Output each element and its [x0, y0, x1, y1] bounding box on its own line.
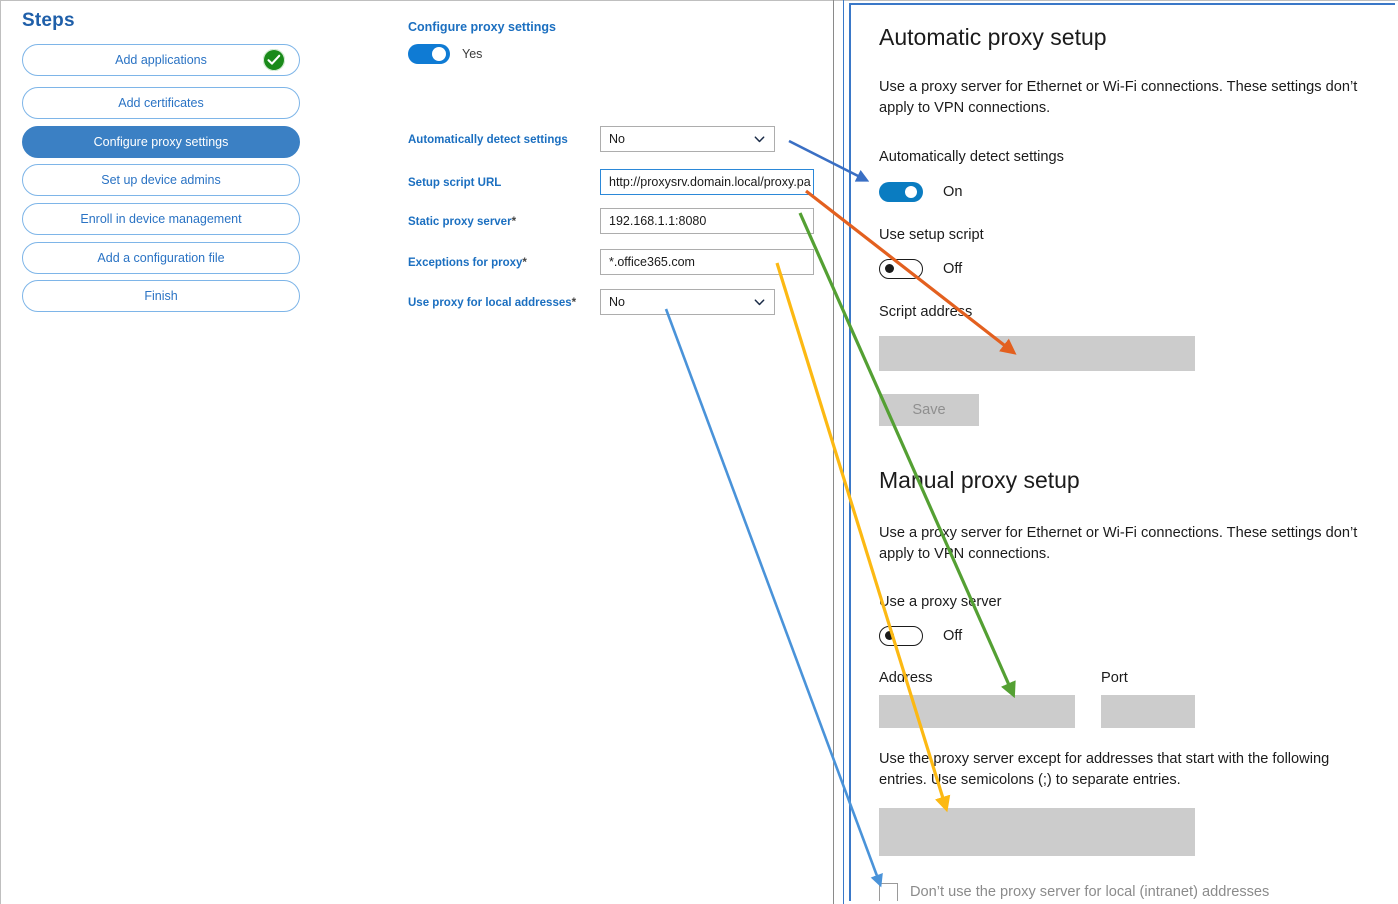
select-value: No: [609, 295, 625, 309]
proxy-exceptions-description: Use the proxy server except for addresse…: [879, 751, 1330, 789]
toggle-switch-on-icon[interactable]: [879, 182, 923, 202]
column-divider-gray: [833, 0, 834, 904]
step-item-label: Finish: [144, 289, 178, 303]
step-item-label: Enroll in device management: [80, 212, 242, 226]
bypass-local-addresses-checkbox[interactable]: [879, 883, 898, 901]
field-label-exceptions-for-proxy: Exceptions for proxy*: [408, 257, 527, 269]
steps-panel: Steps Add applications Add certificates …: [0, 0, 330, 904]
proxy-exceptions-input[interactable]: [879, 808, 1195, 856]
automatically-detect-settings-toggle[interactable]: On: [879, 182, 962, 202]
step-item-configure-proxy-settings[interactable]: Configure proxy settings: [22, 126, 300, 158]
use-a-proxy-server-label: Use a proxy server: [879, 594, 1002, 610]
field-label-automatically-detect-settings: Automatically detect settings: [408, 134, 568, 146]
window-top-border: [0, 0, 1398, 1]
manual-proxy-setup-heading: Manual proxy setup: [879, 467, 1080, 493]
static-proxy-server-input[interactable]: 192.168.1.1:8080: [600, 208, 814, 234]
setup-script-url-input[interactable]: http://proxysrv.domain.local/proxy.pa: [600, 169, 814, 195]
port-label: Port: [1101, 670, 1128, 686]
windows-proxy-settings-panel: Automatic proxy setup Use a proxy server…: [849, 3, 1395, 901]
step-item-label: Configure proxy settings: [93, 135, 229, 149]
required-marker: *: [522, 257, 527, 269]
step-item-label: Add applications: [115, 53, 207, 67]
toggle-switch-on-icon[interactable]: [408, 44, 450, 64]
step-item-finish[interactable]: Finish: [22, 280, 300, 312]
step-item-add-certificates[interactable]: Add certificates: [22, 87, 300, 119]
input-value: http://proxysrv.domain.local/proxy.pa: [609, 175, 811, 189]
check-circle-icon: [263, 49, 285, 71]
toggle-switch-off-icon[interactable]: [879, 626, 923, 646]
step-item-add-a-configuration-file[interactable]: Add a configuration file: [22, 242, 300, 274]
manual-proxy-setup-description: Use a proxy server for Ethernet or Wi-Fi…: [879, 525, 1358, 563]
use-proxy-for-local-addresses-select[interactable]: No: [600, 289, 775, 315]
select-value: No: [609, 132, 625, 146]
form-section-title: Configure proxy settings: [408, 20, 556, 34]
required-marker: *: [511, 216, 517, 228]
steps-panel-title: Steps: [22, 10, 75, 31]
save-button[interactable]: Save: [879, 394, 979, 426]
column-divider-blue: [843, 0, 844, 904]
exceptions-for-proxy-input[interactable]: *.office365.com: [600, 249, 814, 275]
required-marker: *: [571, 297, 577, 309]
step-item-set-up-device-admins[interactable]: Set up device admins: [22, 164, 300, 196]
use-a-proxy-server-toggle[interactable]: Off: [879, 626, 962, 646]
use-setup-script-state: Off: [943, 261, 963, 277]
bypass-local-addresses-label: Don’t use the proxy server for local (in…: [910, 884, 1270, 900]
step-item-label: Add a configuration file: [97, 251, 225, 265]
field-label-use-proxy-for-local-addresses: Use proxy for local addresses*: [408, 297, 577, 309]
field-label-setup-script-url: Setup script URL: [408, 177, 502, 189]
step-item-enroll-in-device-management[interactable]: Enroll in device management: [22, 203, 300, 235]
automatically-detect-settings-select[interactable]: No: [600, 126, 775, 152]
automatic-proxy-setup-heading: Automatic proxy setup: [879, 24, 1107, 50]
enable-proxy-toggle-value: Yes: [462, 47, 483, 61]
chevron-down-icon: [754, 136, 765, 143]
proxy-form-column: Configure proxy settings Yes Automatical…: [395, 0, 835, 904]
step-item-add-applications[interactable]: Add applications: [22, 44, 300, 76]
port-input[interactable]: [1101, 695, 1195, 728]
automatic-proxy-setup-description: Use a proxy server for Ethernet or Wi-Fi…: [879, 79, 1358, 117]
window-left-border: [0, 0, 1, 904]
script-address-label: Script address: [879, 304, 973, 320]
address-label: Address: [879, 670, 933, 686]
step-item-label: Add certificates: [118, 96, 204, 110]
input-value: 192.168.1.1:8080: [609, 214, 707, 228]
field-label-static-proxy-server: Static proxy server*: [408, 216, 517, 228]
toggle-switch-off-icon[interactable]: [879, 259, 923, 279]
step-item-label: Set up device admins: [101, 173, 221, 187]
chevron-down-icon: [754, 299, 765, 306]
use-setup-script-label: Use setup script: [879, 227, 984, 243]
enable-proxy-toggle[interactable]: Yes: [408, 44, 482, 64]
address-input[interactable]: [879, 695, 1075, 728]
use-setup-script-toggle[interactable]: Off: [879, 259, 962, 279]
automatically-detect-settings-state: On: [943, 184, 963, 200]
input-value: *.office365.com: [609, 255, 695, 269]
script-address-input[interactable]: [879, 336, 1195, 371]
use-a-proxy-server-state: Off: [943, 628, 963, 644]
automatically-detect-settings-label: Automatically detect settings: [879, 149, 1064, 165]
